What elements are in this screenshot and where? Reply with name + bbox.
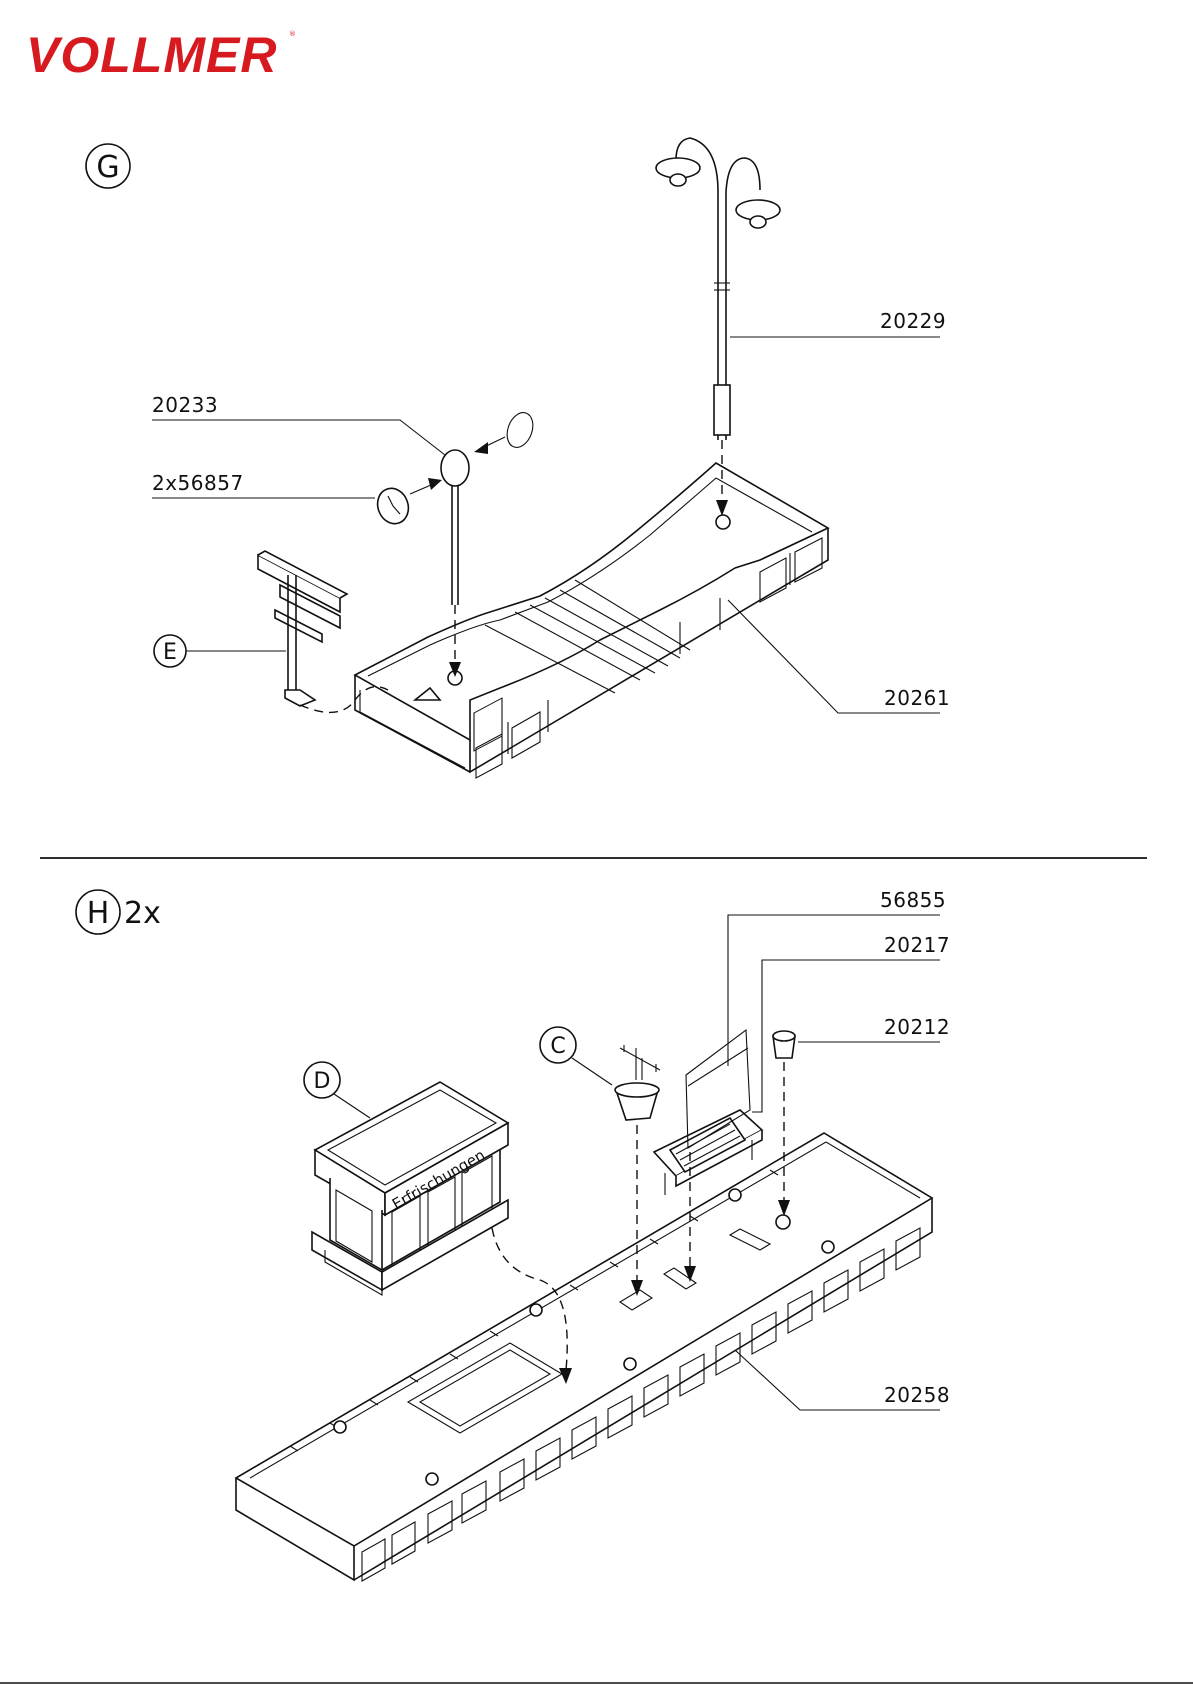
bin-icon bbox=[773, 1031, 795, 1216]
clock-icon bbox=[373, 409, 538, 677]
label-20261: 20261 bbox=[884, 686, 950, 710]
svg-text:H: H bbox=[87, 896, 110, 931]
step-c-marker: C bbox=[540, 1027, 576, 1063]
step-e-marker: E bbox=[154, 635, 186, 667]
leader-20233 bbox=[152, 420, 445, 455]
multiplier-label: 2x bbox=[124, 896, 161, 931]
basket-icon bbox=[615, 1045, 660, 1296]
label-20212: 20212 bbox=[884, 1015, 950, 1039]
svg-text:C: C bbox=[550, 1034, 565, 1059]
label-20217: 20217 bbox=[884, 933, 950, 957]
lamp-icon bbox=[656, 138, 780, 516]
vollmer-logo: VOLLMER ® bbox=[26, 27, 296, 83]
step-d-marker: D bbox=[304, 1062, 340, 1098]
step-g-marker: G bbox=[86, 144, 130, 188]
logo-text: VOLLMER bbox=[26, 27, 277, 83]
svg-text:®: ® bbox=[289, 30, 296, 38]
label-20258: 20258 bbox=[884, 1383, 950, 1407]
step-h-marker: H 2x bbox=[76, 890, 161, 934]
label-20233: 20233 bbox=[152, 393, 218, 417]
kiosk-icon: Erfrischungen bbox=[312, 1082, 508, 1295]
svg-text:E: E bbox=[163, 640, 177, 665]
bench-icon bbox=[654, 1110, 762, 1195]
label-20229: 20229 bbox=[880, 309, 946, 333]
svg-text:G: G bbox=[96, 150, 119, 185]
svg-text:D: D bbox=[314, 1069, 331, 1094]
sign-post-icon bbox=[258, 551, 347, 706]
label-56855: 56855 bbox=[880, 888, 946, 912]
platform-20261 bbox=[355, 463, 828, 778]
label-2x56857: 2x56857 bbox=[152, 471, 244, 495]
